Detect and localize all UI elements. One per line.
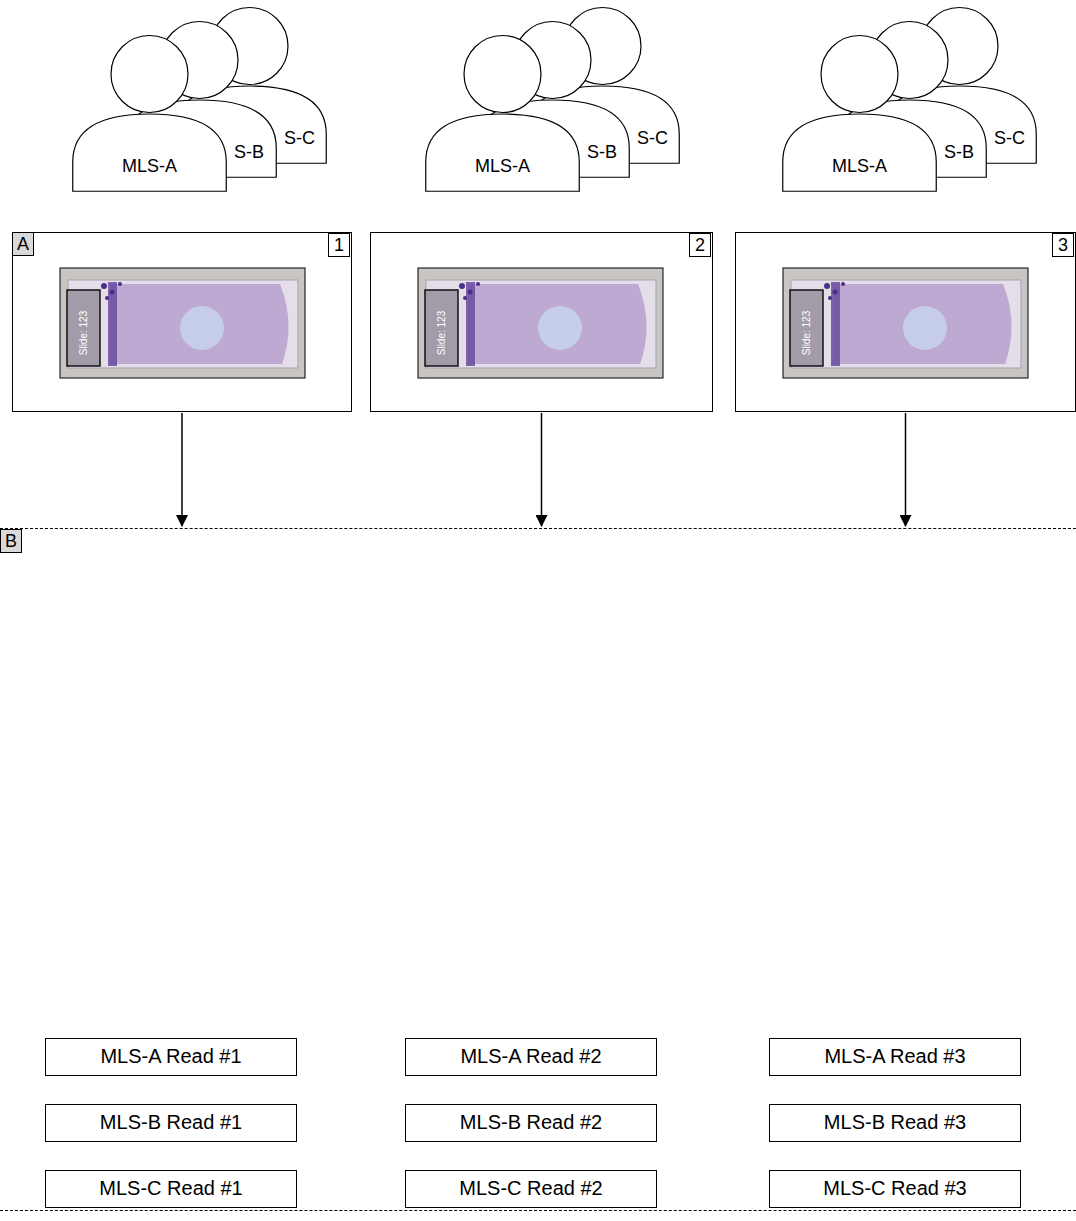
read-box: MLS-C Read #2 [405,1170,657,1208]
slide-photo [783,268,1028,378]
slide-panel: 3 [735,232,1076,412]
read-box: MLS-A Read #1 [45,1038,297,1076]
read-label: MLS-B Read #2 [460,1105,602,1139]
section-letter: A [12,232,34,256]
panel-label: 2 [689,233,711,257]
read-box: MLS-A Read #3 [769,1038,1021,1076]
person-label: S-B [587,140,617,164]
person-label: S-C [637,126,668,150]
person-label: S-C [284,126,315,150]
person-label: S-B [234,140,264,164]
person-icon: MLS-A [425,34,580,192]
read-label: MLS-A Read #2 [460,1039,601,1073]
person-label: S-C [994,126,1025,150]
read-box: MLS-B Read #3 [769,1104,1021,1142]
panel-label: 1 [328,233,350,257]
read-box: MLS-B Read #1 [45,1104,297,1142]
read-label: MLS-B Read #3 [824,1105,966,1139]
flow-arrow [541,413,543,526]
read-label: MLS-C Read #1 [99,1171,242,1205]
slide-label: Slide: 123 [801,311,813,355]
panel-label: 3 [1052,233,1074,257]
band-label: B [0,529,22,553]
slide-photo [418,268,663,378]
read-label: MLS-A Read #1 [100,1039,241,1073]
read-box: MLS-A Read #2 [405,1038,657,1076]
slide-panel: 2 [370,232,713,412]
read-label: MLS-C Read #2 [459,1171,602,1205]
flow-arrow [905,413,907,526]
results-band: B MLS-A Read #1 MLS-A Read #2 MLS-A Read #3… [0,528,1076,1211]
person-icon: MLS-A [72,34,227,192]
person-label: MLS-A [782,154,937,178]
read-box: MLS-C Read #3 [769,1170,1021,1208]
flow-arrow [181,413,183,526]
person-label: S-B [944,140,974,164]
slide-label: Slide: 123 [78,311,90,355]
slide-photo [60,268,305,378]
person-icon: MLS-A [782,34,937,192]
slide-label: Slide: 123 [436,311,448,355]
panel-tag: A [12,232,34,256]
read-box: MLS-B Read #2 [405,1104,657,1142]
read-label: MLS-A Read #3 [824,1039,965,1073]
person-label: MLS-A [425,154,580,178]
person-label: MLS-A [72,154,227,178]
read-label: MLS-C Read #3 [823,1171,966,1205]
slide-panel: 1 [12,232,352,412]
read-box: MLS-C Read #1 [45,1170,297,1208]
read-label: MLS-B Read #1 [100,1105,242,1139]
